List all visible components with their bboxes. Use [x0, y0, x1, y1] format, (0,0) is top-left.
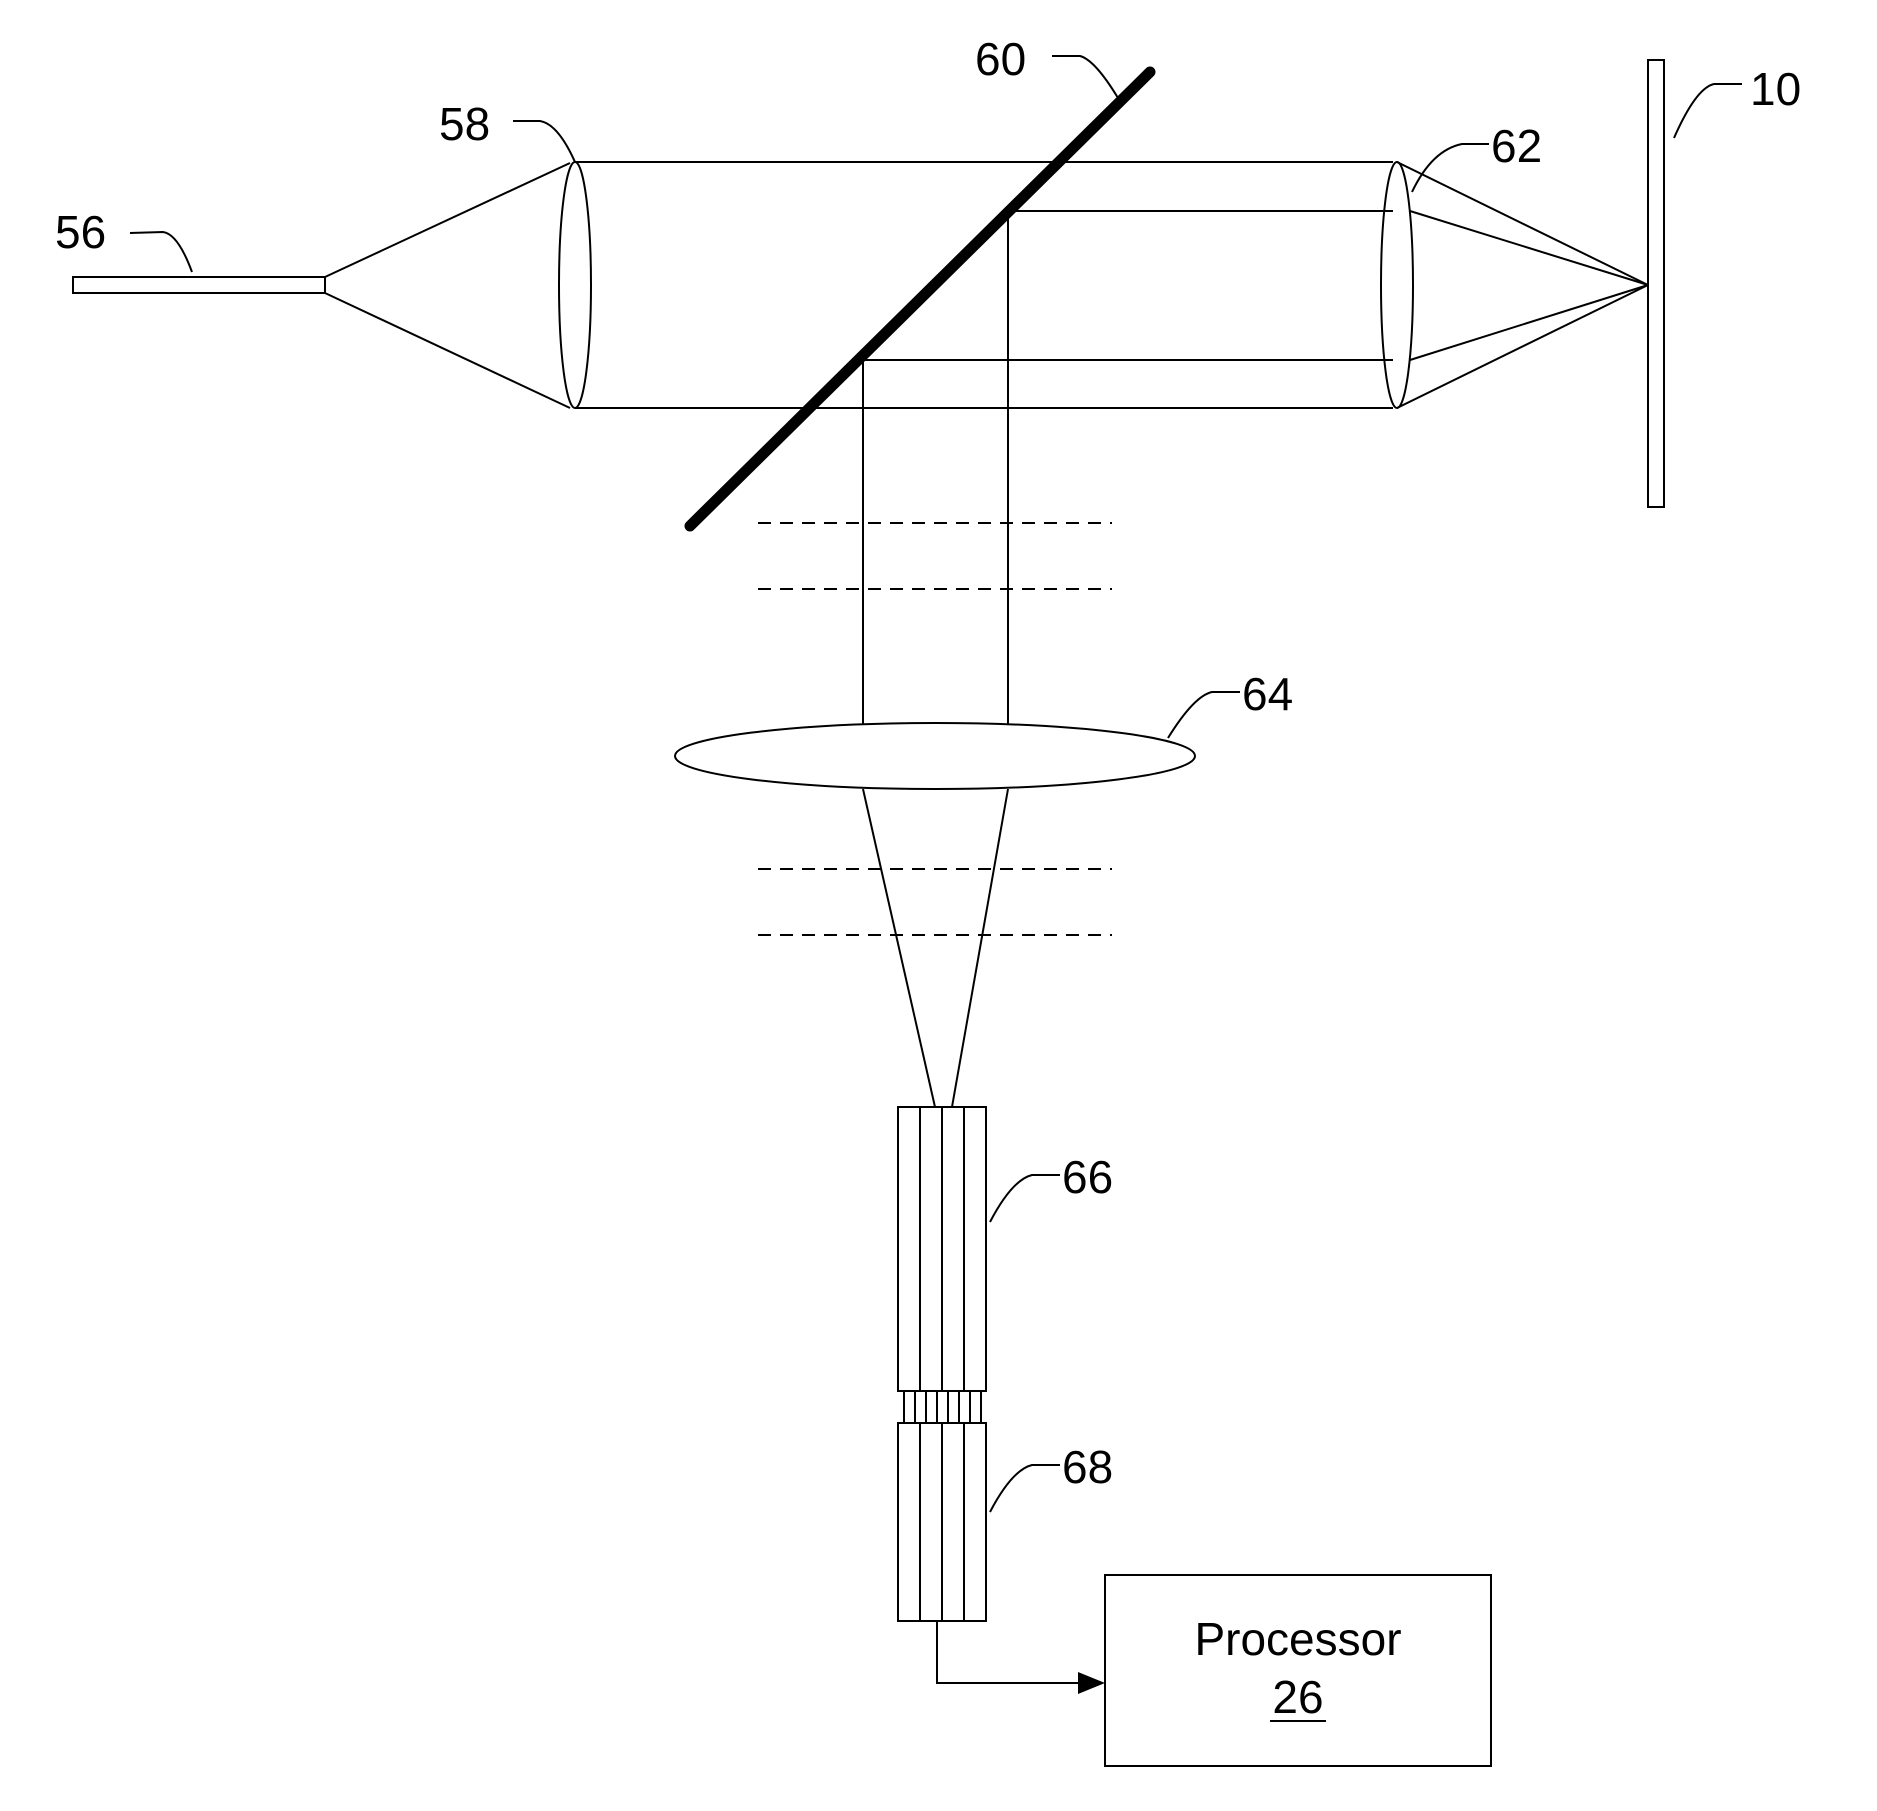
leader-56 — [130, 232, 192, 272]
collimating-lens — [559, 162, 591, 408]
input-cone-lower — [325, 293, 570, 408]
leader-10 — [1674, 84, 1742, 138]
input-cone-upper — [325, 163, 570, 277]
imaging-lens — [675, 723, 1195, 789]
leader-64 — [1168, 692, 1240, 738]
focus-ray-inner-lower — [1410, 285, 1648, 360]
fiber-bundle — [898, 1107, 986, 1391]
beam-splitter — [690, 72, 1150, 526]
label-58: 58 — [439, 98, 490, 150]
input-fiber — [73, 277, 325, 293]
focus-ray-inner-upper — [1410, 211, 1648, 285]
label-10: 10 — [1750, 63, 1801, 115]
label-62: 62 — [1491, 120, 1542, 172]
signal-line — [937, 1621, 1080, 1683]
processor-number: 26 — [1272, 1671, 1323, 1723]
bundle-connectors — [904, 1391, 981, 1423]
sample-plate — [1648, 60, 1664, 507]
label-56: 56 — [55, 206, 106, 258]
focus-ray-outer-upper — [1397, 162, 1648, 285]
label-66: 66 — [1062, 1151, 1113, 1203]
label-64: 64 — [1242, 668, 1293, 720]
converge-ray-left — [863, 789, 935, 1107]
objective-lens — [1381, 162, 1413, 408]
detector-array — [898, 1423, 986, 1621]
focus-ray-outer-lower — [1397, 285, 1648, 408]
leader-66 — [990, 1175, 1060, 1222]
leader-58 — [513, 121, 575, 162]
processor-label: Processor — [1194, 1613, 1401, 1665]
leader-62 — [1412, 144, 1489, 192]
arrow-head-icon — [1078, 1672, 1105, 1694]
label-60: 60 — [975, 33, 1026, 85]
converge-ray-right — [952, 789, 1008, 1107]
leader-60 — [1052, 56, 1118, 98]
label-68: 68 — [1062, 1441, 1113, 1493]
leader-68 — [990, 1465, 1060, 1512]
